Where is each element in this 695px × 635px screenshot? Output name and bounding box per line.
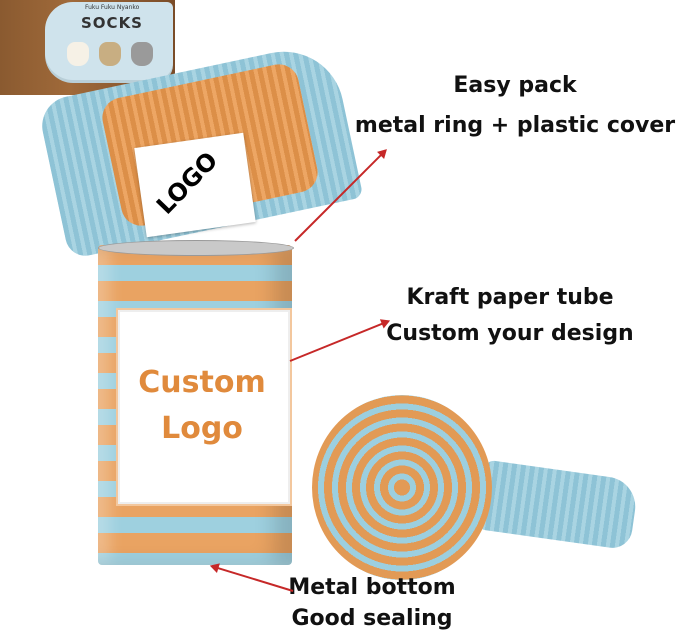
callout-line: Metal bottom <box>288 575 456 600</box>
callout-metal-bottom: Metal bottom Good sealing <box>272 572 472 634</box>
custom-logo-line: Logo <box>161 411 243 446</box>
custom-logo-text: Custom Logo <box>118 360 286 452</box>
custom-logo-line: Custom <box>138 365 266 400</box>
callout-easy-pack: Easy pack metal ring + plastic cover <box>340 66 690 146</box>
metal-ring <box>98 240 294 256</box>
callout-line: Good sealing <box>291 606 453 631</box>
callout-line: Easy pack <box>453 73 577 98</box>
brand-small: Fuku Fuku Nyanko <box>85 4 140 11</box>
callout-kraft-tube: Kraft paper tube Custom your design <box>370 280 650 352</box>
logo-tag-text: LOGO <box>151 146 224 220</box>
logo-tag: LOGO <box>134 132 256 238</box>
rolled-sock <box>312 395 492 580</box>
custom-logo-label <box>118 310 290 504</box>
cat-illustration <box>99 42 121 66</box>
cat-illustration <box>131 42 153 66</box>
sock-tail <box>475 459 640 551</box>
callout-line: Kraft paper tube <box>406 285 614 310</box>
inset-photo: Fuku Fuku Nyanko SOCKS <box>0 0 175 95</box>
callout-line: Custom your design <box>386 321 634 346</box>
cat-illustration <box>67 42 89 66</box>
brand-big: SOCKS <box>81 14 143 32</box>
callout-line: metal ring + plastic cover <box>354 113 676 138</box>
sock-shaped-box: Fuku Fuku Nyanko SOCKS <box>45 2 173 80</box>
